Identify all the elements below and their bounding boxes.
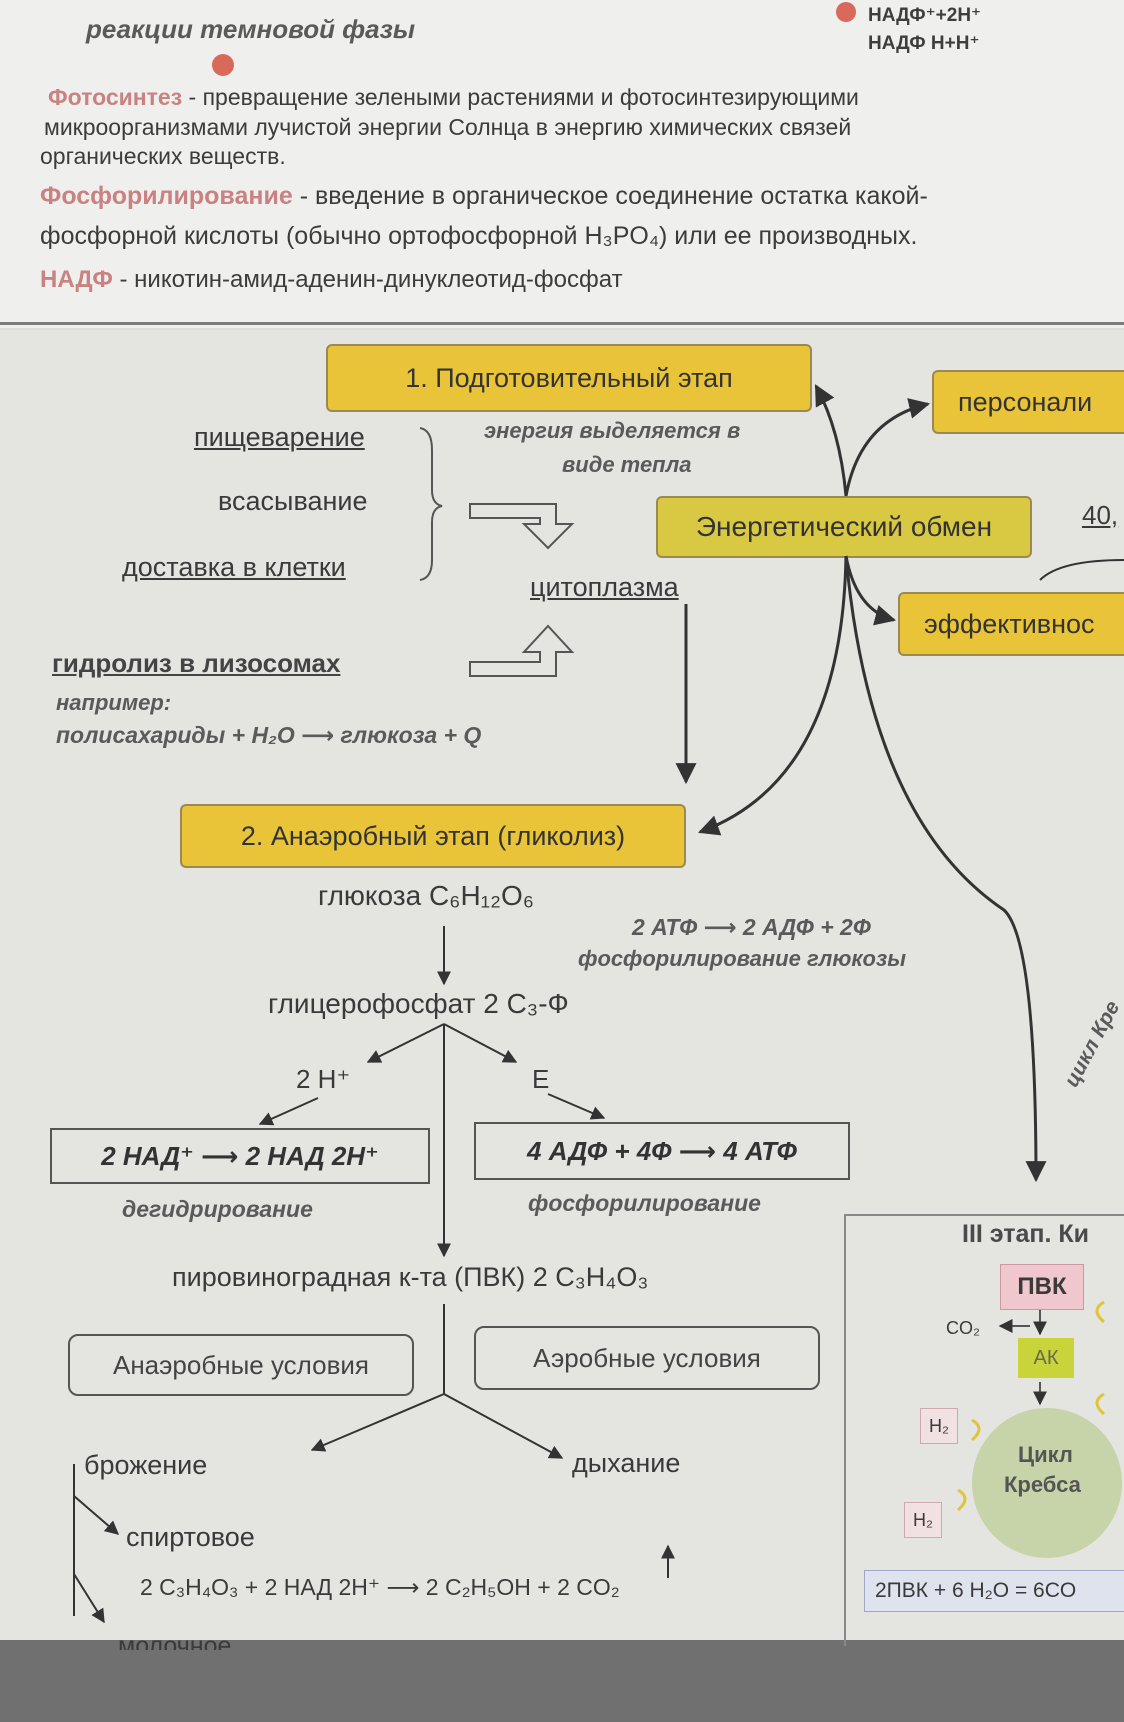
- e-label: Е: [532, 1064, 550, 1094]
- fermentation-label: брожение: [84, 1450, 208, 1480]
- paper-top: [0, 0, 1124, 328]
- nadp-line-1: НАДФ⁺+2Н⁺: [868, 5, 982, 26]
- process-absorption: всасывание: [218, 486, 368, 516]
- definition-photosynthesis-line3: органических веществ.: [40, 143, 286, 169]
- glycerophosphate-label: глицерофосфат 2 C₃-Ф: [268, 988, 569, 1019]
- aerobic-conditions-box: Аэробные условия: [474, 1326, 820, 1390]
- alcoholic-label: спиртовое: [126, 1522, 255, 1552]
- hollow-arrow-bottom: [469, 624, 575, 677]
- nad-note: дегидрирование: [122, 1196, 313, 1222]
- definition-phosphorylation-line1: Фосфорилирование - введение в органическ…: [40, 182, 928, 210]
- energy-exchange-box: Энергетический обмен: [656, 496, 1032, 558]
- paper-fold-line: [0, 322, 1124, 325]
- atp-note: фосфорилирование глюкозы: [578, 946, 906, 971]
- krebs-arc-1: [970, 1418, 981, 1442]
- desk-surface: [0, 1640, 1124, 1722]
- atp-box-note: фосфорилирование: [528, 1190, 761, 1216]
- term-nadp: НАДФ: [40, 266, 113, 293]
- atp-box: 4 АДФ + 4Ф ⟶ 4 АТФ: [474, 1122, 850, 1180]
- hydrolysis-label: гидролиз в лизосомах: [52, 648, 341, 678]
- to-fermentation-arrow: [310, 1393, 445, 1452]
- to-respiration-arrow: [443, 1393, 564, 1459]
- to-lactic-arrow: [73, 1573, 105, 1624]
- co2-label: CO₂: [946, 1318, 980, 1338]
- stage1-title-box: 1. Подготовительный этап: [326, 344, 812, 412]
- efficiency-box: эффективнос: [898, 592, 1124, 656]
- definition-photosynthesis-line1: Фотосинтез - превращение зелеными растен…: [48, 84, 859, 110]
- energy-to-stage2-arrow: [698, 555, 848, 836]
- personal-box: персонали: [932, 370, 1124, 434]
- lactic-label: молочное: [118, 1632, 232, 1650]
- cytoplasm-label: цитоплазма: [530, 572, 679, 602]
- h-to-nad-arrow: [258, 1097, 319, 1126]
- pvk-box: ПВК: [1000, 1264, 1084, 1310]
- nad-box: 2 НАД⁺ ⟶ 2 НАД 2Н⁺: [50, 1128, 430, 1184]
- energy-to-stage3-arrow: [844, 555, 1047, 1183]
- nadp-line-2: НАДФ Н+Н⁺: [868, 33, 980, 54]
- respiration-label: дыхание: [572, 1448, 681, 1478]
- red-dot-marker-2: [212, 54, 234, 76]
- h-plus-label: 2 Н⁺: [296, 1064, 351, 1094]
- krebs-arc-2: [956, 1488, 967, 1512]
- alcohol-equation: 2 C₃H₄O₃ + 2 НАД 2Н⁺ ⟶ 2 C₂H₅OH + 2 CO₂: [140, 1574, 620, 1600]
- process-delivery: доставка в клетки: [122, 552, 346, 582]
- glucose-label: глюкоза C₆H₁₂O₆: [318, 880, 535, 911]
- stage3-title: III этап. Ки: [962, 1220, 1090, 1248]
- definition-phosphorylation-line2: фосфорной кислоты (обычно ортофосфорной …: [40, 222, 918, 250]
- krebs-arc-4: [1095, 1392, 1106, 1416]
- glycerophosphate-to-h-arrow: [366, 1023, 445, 1063]
- krebs-arc-3: [1095, 1300, 1106, 1324]
- krebs-line1: Цикл: [1018, 1442, 1073, 1467]
- energy-to-personal-arrow: [844, 398, 931, 497]
- energy-to-stage1-arrow: [814, 384, 848, 497]
- krebs-cycle-circle: [972, 1408, 1122, 1558]
- heat-note-line1: энергия выделяется в: [484, 418, 741, 443]
- stage2-title-box: 2. Анаэробный этап (гликолиз): [180, 804, 686, 868]
- glycerophosphate-to-e-arrow: [443, 1023, 518, 1063]
- red-dot-marker: [836, 2, 856, 22]
- h2-box-a: H₂: [920, 1408, 958, 1444]
- krebs-line2: Кребса: [1004, 1472, 1081, 1497]
- example-equation: полисахариды + H₂O ⟶ глюкоза + Q: [56, 722, 482, 748]
- number-40-connector: [1039, 559, 1124, 581]
- stage3-equation: 2ПВК + 6 H₂O = 6CO: [864, 1570, 1124, 1612]
- definition-nadp: НАДФ - никотин-амид-аденин-динуклеотид-ф…: [40, 266, 623, 293]
- heat-note-line2: виде тепла: [562, 452, 692, 477]
- stage3-panel: [844, 1214, 1124, 1646]
- ak-box: АК: [1018, 1338, 1074, 1378]
- process-digestion: пищеварение: [194, 422, 365, 452]
- term-phosphorylation: Фосфорилирование: [40, 182, 293, 210]
- pyruvate-label: пировиноградная к-та (ПВК) 2 C₃H₄O₃: [172, 1262, 649, 1292]
- dark-phase-label: реакции темновой фазы: [86, 14, 416, 44]
- definition-photosynthesis-line2: микроорганизмами лучистой энергии Солнца…: [44, 114, 852, 140]
- term-photosynthesis: Фотосинтез: [48, 84, 183, 110]
- process-brace: [419, 427, 443, 581]
- atp-equation: 2 АТФ ⟶ 2 АДФ + 2Ф: [632, 914, 871, 940]
- hollow-arrow-top: [469, 503, 575, 550]
- example-label: например:: [56, 690, 172, 715]
- e-to-atp-arrow: [547, 1093, 606, 1120]
- h2-box-b: H₂: [904, 1502, 942, 1538]
- number-40: 40,: [1082, 500, 1119, 530]
- anaerobic-conditions-box: Анаэробные условия: [68, 1334, 414, 1396]
- to-alcoholic-arrow: [73, 1495, 120, 1535]
